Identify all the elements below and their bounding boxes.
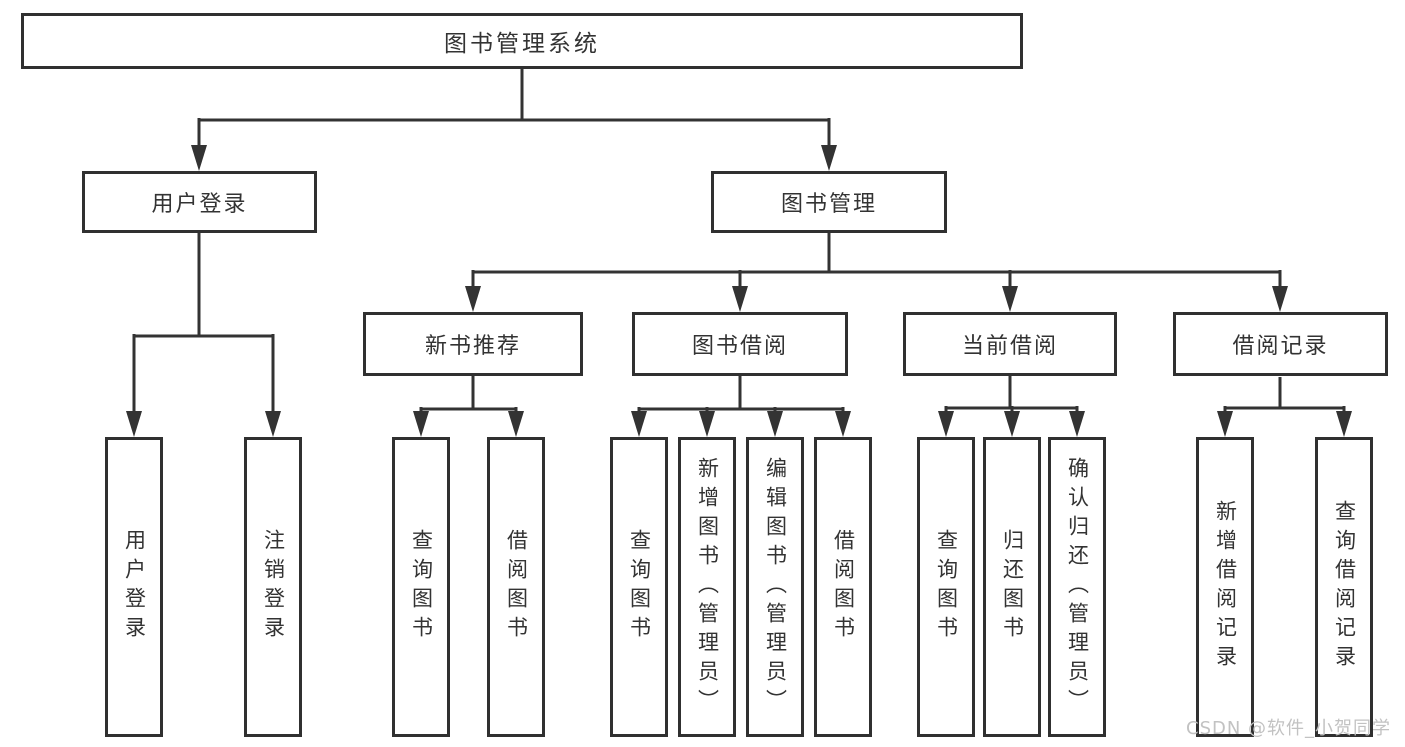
leaf-add-book-admin-label: 新增图书（管理员） — [695, 456, 720, 718]
leaf-query-books-2-label: 查询图书 — [627, 529, 652, 645]
leaf-confirm-return-admin-label: 确认归还（管理员） — [1065, 456, 1090, 718]
connector-book-mgmt-to-level3 — [465, 233, 1288, 312]
leaf-add-borrow-record-label: 新增借阅记录 — [1213, 500, 1238, 674]
leaf-return-book: 归还图书 — [983, 437, 1041, 737]
node-book-borrow: 图书借阅 — [632, 312, 848, 376]
connector-new-book-children — [413, 376, 524, 437]
leaf-confirm-return-admin: 确认归还（管理员） — [1048, 437, 1106, 737]
node-borrow-records-label: 借阅记录 — [1232, 334, 1329, 359]
leaf-borrow-books-1: 借阅图书 — [487, 437, 545, 737]
node-book-management: 图书管理 — [711, 171, 947, 233]
leaf-add-borrow-record: 新增借阅记录 — [1196, 437, 1254, 737]
leaf-borrow-books-2-label: 借阅图书 — [831, 529, 856, 645]
node-new-book-recommend: 新书推荐 — [363, 312, 583, 376]
leaf-query-borrow-record: 查询借阅记录 — [1315, 437, 1373, 737]
connector-borrow-records-children — [1217, 377, 1352, 437]
leaf-borrow-books-2: 借阅图书 — [814, 437, 872, 737]
leaf-edit-book-admin: 编辑图书（管理员） — [746, 437, 804, 737]
node-new-book-recommend-label: 新书推荐 — [424, 334, 521, 359]
node-user-login-label: 用户登录 — [151, 192, 248, 217]
leaf-user-login-label: 用户登录 — [122, 529, 147, 645]
node-root-label: 图书管理系统 — [444, 31, 600, 57]
node-current-borrow: 当前借阅 — [903, 312, 1117, 376]
connector-user-login-children — [126, 233, 281, 437]
node-current-borrow-label: 当前借阅 — [961, 334, 1058, 359]
leaf-logout: 注销登录 — [244, 437, 302, 737]
leaf-user-login: 用户登录 — [105, 437, 163, 737]
watermark: CSDN @软件_小贺同学 — [1186, 718, 1392, 739]
leaf-query-books-2: 查询图书 — [610, 437, 668, 737]
leaf-edit-book-admin-label: 编辑图书（管理员） — [763, 456, 788, 718]
connector-book-borrow-children — [631, 376, 851, 437]
connector-current-borrow-children — [938, 376, 1085, 437]
leaf-logout-label: 注销登录 — [261, 529, 286, 645]
leaf-query-books-3-label: 查询图书 — [934, 529, 959, 645]
leaf-borrow-books-1-label: 借阅图书 — [504, 529, 529, 645]
node-root: 图书管理系统 — [21, 13, 1023, 69]
node-book-borrow-label: 图书借阅 — [691, 334, 788, 359]
leaf-query-borrow-record-label: 查询借阅记录 — [1332, 500, 1357, 674]
leaf-add-book-admin: 新增图书（管理员） — [678, 437, 736, 737]
node-book-management-label: 图书管理 — [780, 192, 877, 217]
node-borrow-records: 借阅记录 — [1173, 312, 1388, 376]
leaf-query-books-1-label: 查询图书 — [409, 529, 434, 645]
connector-root-to-level2 — [191, 69, 837, 171]
leaf-return-book-label: 归还图书 — [1000, 529, 1025, 645]
leaf-query-books-1: 查询图书 — [392, 437, 450, 737]
leaf-query-books-3: 查询图书 — [917, 437, 975, 737]
node-user-login: 用户登录 — [82, 171, 317, 233]
